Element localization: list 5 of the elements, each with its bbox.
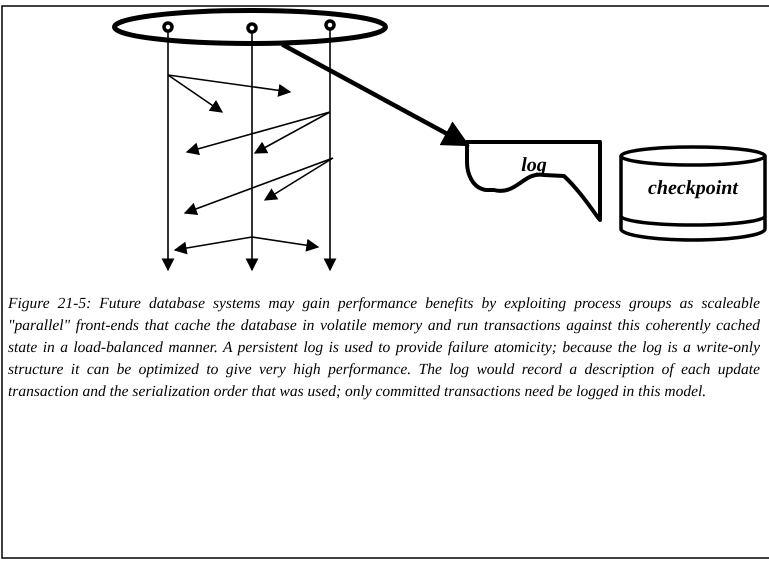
- arrow: [246, 33, 258, 272]
- arrow: [281, 42, 470, 146]
- arrow: [162, 32, 174, 272]
- figure-caption: Figure 21-5: Future database systems may gain performance benefits by exploiting process groups as scaleable "parallel" front-ends that cache the database in volatile memory and run transactions against this coherently cached state in a load-balanced manner. A persistent log is used to provide failure atomicity; because the log is a write-only structure it can be optimized to give very high performance. The log would record a description of each update transaction and the serialization order that was used; only committed transactions need be logged in this model.: [8, 294, 760, 402]
- node-label: checkpoint: [648, 177, 738, 200]
